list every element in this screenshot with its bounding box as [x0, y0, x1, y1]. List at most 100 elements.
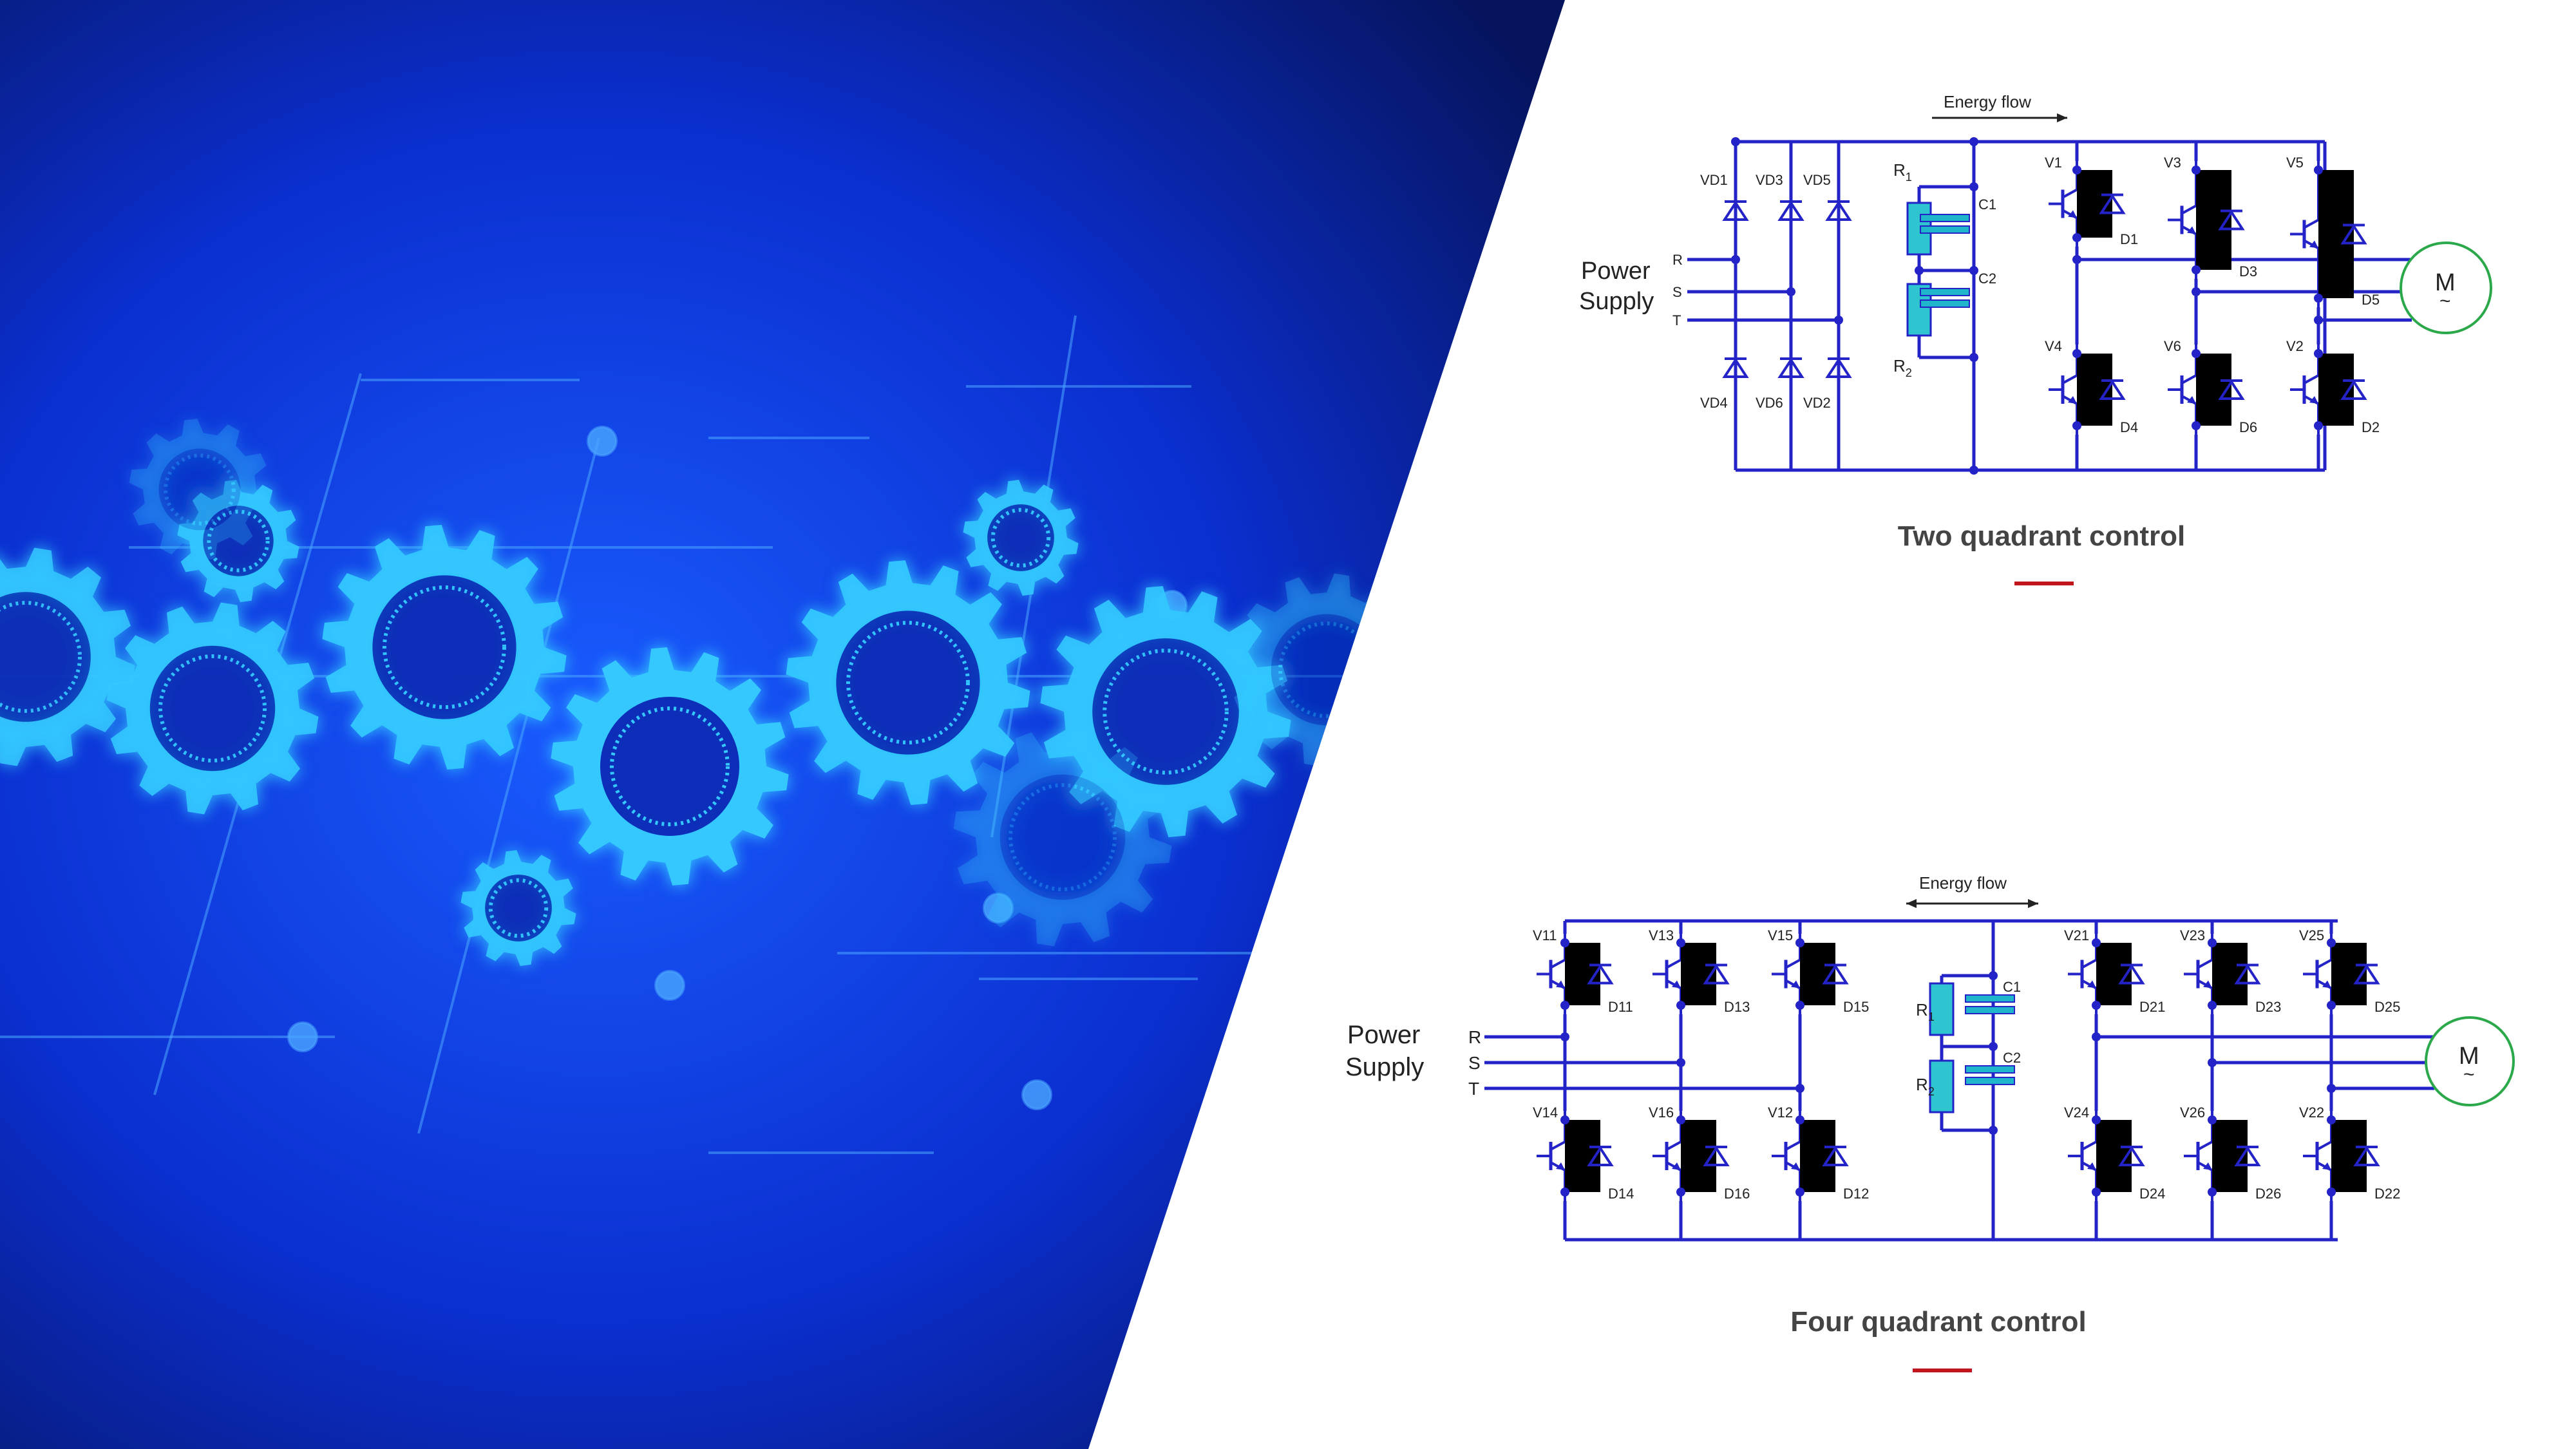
junction-dot [2092, 1115, 2101, 1124]
rectifier-diode-vd5 [1825, 200, 1852, 221]
transistor-v1 [2049, 161, 2078, 247]
diode-d26 [2234, 1146, 2261, 1166]
gear-hole [372, 575, 516, 719]
diode-triangle [1703, 1146, 1730, 1166]
wire [1565, 1120, 1600, 1192]
gear-hole [1271, 614, 1383, 726]
diode-d6 [2218, 379, 2245, 400]
capacitor-plate-bottom [1920, 299, 1970, 308]
two-quadrant-caption: Two quadrant control [1897, 520, 2186, 552]
junction-dot [2072, 349, 2081, 358]
diode-triangle [2340, 223, 2367, 245]
junction-dot [1560, 938, 1569, 947]
left-top-diode-label: D11 [1608, 999, 1633, 1015]
diode-d15 [1822, 963, 1849, 985]
right-top-diode-label: D21 [2139, 999, 2165, 1015]
junction-dot [2327, 1188, 2336, 1197]
gear-hole [600, 697, 739, 836]
junction-dot [1676, 1115, 1685, 1124]
resistor-r1-label-subscript: 1 [1906, 171, 1912, 184]
inverter-top-diode-label: D3 [2239, 263, 2257, 279]
circuit-node [587, 426, 618, 457]
emitter-arrow [2187, 226, 2196, 234]
motor-tilde: ~ [2463, 1064, 2475, 1085]
rect-top-label: VD5 [1803, 172, 1831, 188]
transistor-v11 [1537, 934, 1566, 1014]
inverter-top-label: V3 [2164, 155, 2181, 171]
diode-triangle [2099, 193, 2126, 214]
emitter-arrow [2309, 240, 2318, 249]
inverter-bottom-diode-label: D2 [2362, 419, 2380, 435]
motor-circle [2400, 242, 2492, 334]
junction-dot [2327, 1084, 2336, 1093]
junction-dot [2208, 1188, 2217, 1197]
diode-d23 [2234, 963, 2261, 985]
transistor-v12 [1772, 1111, 1801, 1201]
junction-dot [2327, 1001, 2336, 1010]
left-top-diode-label: D13 [1724, 999, 1750, 1015]
right-bottom-diode-label: D22 [2374, 1186, 2400, 1202]
rectifier-diode-vd2 [1825, 357, 1852, 378]
right-bottom-diode-label: D26 [2255, 1186, 2281, 1202]
diode-d2 [2340, 379, 2367, 400]
motor-label: M [2435, 269, 2456, 296]
junction-dot [1969, 182, 1978, 191]
wire [1800, 1120, 1835, 1192]
diode-triangle [2118, 963, 2145, 985]
rect-top-label: VD3 [1756, 172, 1783, 188]
gear-hole [836, 611, 980, 755]
junction-dot [2192, 421, 2201, 430]
capacitor-c2-bottom [1965, 1065, 2015, 1085]
phase-label-bottom-r: R [1468, 1027, 1481, 1047]
capacitor-c2-label-bottom: C2 [2003, 1050, 2021, 1066]
emitter-arrow [1672, 980, 1681, 989]
wire [2096, 943, 2132, 1005]
gear-ring [1103, 649, 1229, 775]
diode-triangle [1777, 357, 1804, 378]
power-supply-label-line2-bottom: Supply [1345, 1053, 1424, 1081]
wire [1800, 943, 1835, 1005]
rect-bottom-label: VD2 [1803, 395, 1831, 411]
emitter-arrow [1556, 980, 1565, 989]
junction-dot [2208, 1115, 2217, 1124]
diode-triangle [1722, 200, 1749, 221]
junction-dot [2072, 255, 2081, 264]
capacitor-c1-bottom [1965, 994, 2015, 1014]
left-top-diode-label: D15 [1843, 999, 1869, 1015]
energy-flow-arrowhead [2057, 113, 2067, 122]
diode-triangle [1822, 963, 1849, 985]
rect-bottom-label: VD4 [1700, 395, 1728, 411]
rectifier-diode-vd6 [1777, 357, 1804, 378]
junction-dot [1795, 1188, 1804, 1197]
four-quadrant-caption-underline [1913, 1368, 1972, 1372]
power-supply-label-line1: Power [1581, 258, 1651, 285]
junction-dot [2092, 938, 2101, 947]
transistor-v14 [1537, 1111, 1566, 1201]
wire [2077, 354, 2112, 426]
gear-icon [786, 560, 1030, 805]
right-bottom-label: V22 [2299, 1104, 2324, 1121]
left-bottom-label: V12 [1768, 1104, 1793, 1121]
circuit-trace [417, 437, 600, 1134]
junction-dot [1795, 938, 1804, 947]
junction-dot [2314, 421, 2323, 430]
diode-d11 [1587, 963, 1614, 985]
inverter-top-label: V1 [2045, 155, 2062, 171]
diode-triangle [2218, 379, 2245, 400]
left-top-label: V13 [1649, 927, 1674, 943]
diode-d16 [1703, 1146, 1730, 1166]
gear-icon [953, 728, 1172, 947]
transistor-v26 [2184, 1111, 2213, 1201]
junction-dot [2314, 349, 2323, 358]
right-bottom-label: V24 [2064, 1104, 2089, 1121]
inverter-bottom-diode-label: D6 [2239, 419, 2257, 435]
gear-hole [0, 592, 91, 722]
left-bottom-diode-label: D14 [1608, 1186, 1634, 1202]
junction-dot [1915, 266, 1924, 275]
wire [1681, 943, 1716, 1005]
rect-top-label: VD1 [1700, 172, 1728, 188]
junction-dot [1795, 1084, 1804, 1093]
diode-triangle [2234, 1146, 2261, 1166]
left-bottom-diode-label: D16 [1724, 1186, 1750, 1202]
diode-triangle [1822, 1146, 1849, 1166]
